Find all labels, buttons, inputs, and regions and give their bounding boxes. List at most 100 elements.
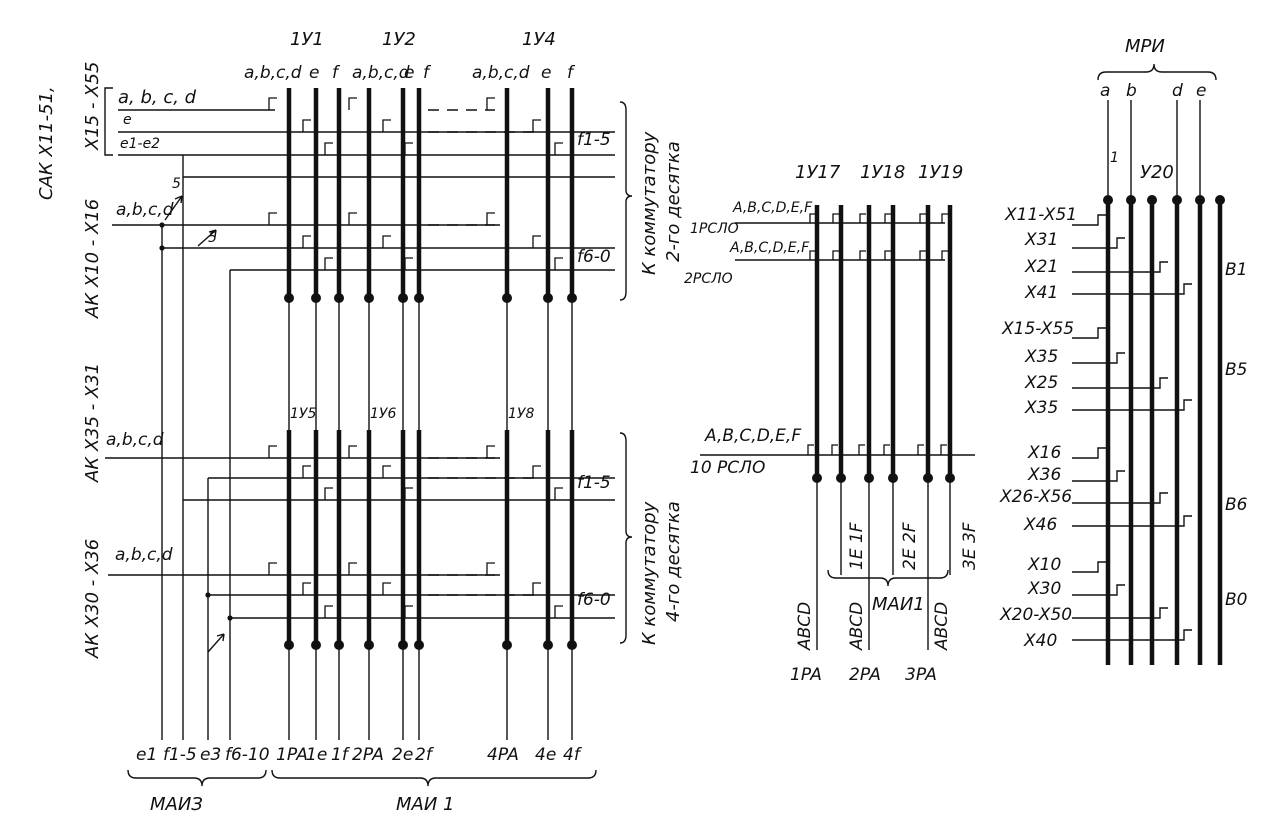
bottom-label: 2f: [415, 745, 435, 765]
arrow-3-head: [216, 633, 225, 642]
col-label: e: [541, 63, 551, 83]
mri-mark-1: 1: [1110, 150, 1119, 166]
middle-buses: [812, 205, 955, 650]
row1-letters: A,B,C,D,E,F: [732, 200, 813, 216]
mri-title: МРИ: [1125, 36, 1165, 57]
mid-vlabel: 2E 2F: [900, 522, 920, 570]
row2-letters: A,B,C,D,E,F: [729, 240, 810, 256]
arrow-1: [164, 195, 183, 221]
junction: [159, 245, 165, 251]
arrow-2: [197, 229, 217, 247]
row1-name: 1РСЛО: [690, 221, 739, 237]
mri-row-wires: [1072, 214, 1192, 641]
middle-mai1-brace: [827, 569, 949, 587]
sak-label-2: X15 - X55: [82, 62, 103, 151]
mri-row: X11-X51: [1004, 205, 1077, 225]
row3-name: 10 РСЛО: [690, 458, 765, 478]
relay-1y5: 1У5: [290, 406, 316, 422]
ak-label-2: АК X35 - X31: [82, 363, 103, 483]
mai1-brace: [271, 769, 597, 787]
col-label: a,b,c,d: [472, 63, 530, 83]
mid-vlabel: 3E 3F: [960, 522, 980, 570]
bottom-label: 4e: [535, 745, 556, 765]
sak-label: САК X11-51,: [36, 86, 57, 200]
ak-label-1: АК X10 - X16: [82, 199, 103, 319]
bottom-buses: [286, 430, 575, 645]
bottom-label: 1f: [331, 745, 351, 765]
contact-ticks: [268, 97, 563, 618]
middle-group: МАИ1: [872, 594, 925, 615]
mid-vlabel: 1E 1F: [847, 522, 867, 570]
mri-row: X25: [1024, 373, 1058, 393]
group-mai3: МАИЗ: [150, 794, 203, 815]
row3-letters: A,B,C,D,E,F: [704, 426, 801, 446]
mri-row: X16: [1027, 443, 1061, 463]
mid-vlabel: ABCD: [847, 602, 867, 651]
mri-mark-y20: У20: [1140, 162, 1174, 183]
relay-1y4: 1У4: [522, 29, 556, 50]
commutator-brace-1: [619, 101, 633, 301]
junction: [159, 222, 165, 228]
group-mai1: МАИ 1: [396, 794, 454, 815]
bottom-label: 4PA: [487, 745, 519, 765]
mri-row: X46: [1023, 515, 1057, 535]
ak-label-3: АК X30 - X36: [82, 539, 103, 659]
relay-1y19: 1У19: [918, 162, 963, 183]
bottom-label: f1-5: [163, 745, 197, 765]
commutator-brace-2: [619, 432, 633, 644]
junction: [227, 615, 233, 621]
to-commutator-2a: К коммутатору: [639, 501, 660, 645]
mri-row: X31: [1024, 230, 1058, 250]
bottom-label: e1: [136, 745, 157, 765]
tap-f15-bottom: f1-5: [577, 473, 611, 493]
junction: [205, 592, 211, 598]
tap-f60-bottom: f6-0: [577, 590, 611, 610]
mri-col: d: [1172, 81, 1183, 101]
input-e1e2-label: e1-e2: [120, 136, 160, 152]
top-buses: [286, 88, 575, 298]
mri-col: e: [1196, 81, 1206, 101]
bus-terminal-dots: [284, 293, 577, 650]
mai3-brace: [127, 769, 267, 787]
bottom-label: e3: [200, 745, 221, 765]
arrow-3: [207, 633, 225, 653]
col-label: e: [309, 63, 319, 83]
mri-row: X26-X56: [999, 487, 1072, 507]
input-abcd2-label: a,b,c,d: [116, 200, 174, 220]
input-abcd3-label: a,b,c,d: [106, 430, 164, 450]
relay-1y6: 1У6: [370, 406, 396, 422]
mid-vlabel: ABCD: [795, 602, 815, 651]
bottom-label: 2e: [392, 745, 413, 765]
mri-group: B0: [1225, 590, 1247, 610]
mri-row: X35: [1024, 398, 1058, 418]
mri-group: B1: [1225, 260, 1247, 280]
input-brace: [104, 87, 113, 156]
mri-group: B6: [1225, 495, 1248, 515]
middle-ticks: [807, 213, 948, 455]
bottom-label: 4f: [563, 745, 583, 765]
col-label: f: [423, 63, 432, 83]
mid-bottom-label: 1PA: [790, 665, 822, 685]
input-abcd-label: a, b, c, d: [118, 87, 197, 108]
mri-row: X20-X50: [999, 605, 1072, 625]
arrow-2-head: [208, 229, 217, 238]
arrow-1-head: [174, 195, 183, 204]
col-label: e: [404, 63, 414, 83]
mri-row: X40: [1023, 631, 1057, 651]
bottom-label: f6-10: [225, 745, 270, 765]
input-abcd4-label: a,b,c,d: [115, 545, 173, 565]
mri-buses: [1103, 195, 1225, 665]
mid-bottom-label: 3PA: [905, 665, 937, 685]
relay-1y2: 1У2: [382, 29, 416, 50]
mri-row: X30: [1027, 579, 1061, 599]
input-e-label: e: [123, 112, 132, 128]
to-commutator-1a: К коммутатору: [639, 131, 660, 275]
relay-1y18: 1У18: [860, 162, 905, 183]
mid-bottom-label: 2PA: [849, 665, 881, 685]
mid-vlabel: ABCD: [932, 602, 952, 651]
tap-f15-top: f1-5: [577, 130, 611, 150]
mri-row: X10: [1027, 555, 1061, 575]
mri-row: X35: [1024, 347, 1058, 367]
bottom-label: 2PA: [352, 745, 384, 765]
